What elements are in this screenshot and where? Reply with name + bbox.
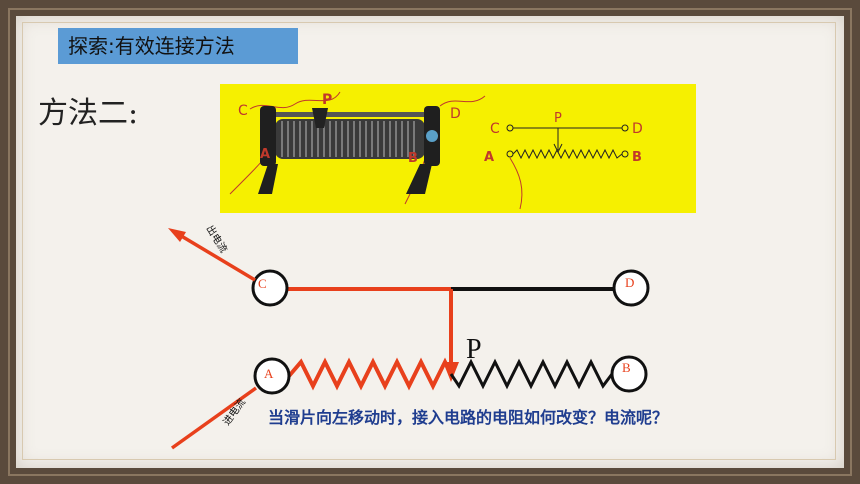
label-b: B — [622, 360, 631, 375]
slide-title: 探索:有效连接方法 — [58, 28, 298, 64]
photo-label-b: B — [408, 151, 418, 166]
photo-label-a: A — [260, 147, 270, 162]
outer-frame — [8, 8, 852, 476]
slider-p — [312, 108, 328, 128]
schematic-label-d: D — [632, 121, 643, 137]
label-d: D — [625, 275, 634, 290]
terminal-a — [253, 357, 291, 395]
leg-right — [406, 164, 432, 194]
terminal-d — [612, 269, 650, 307]
current-out-arrow — [168, 228, 186, 242]
end-cap-left — [260, 106, 276, 166]
slider-rod — [265, 112, 440, 117]
photo-label-d: D — [450, 106, 461, 122]
terminal-c — [251, 269, 289, 307]
rheostat-illustration: C P D A B C P D A B — [229, 91, 643, 210]
schematic-label-c: C — [490, 121, 500, 137]
schematic-terminal-b — [621, 150, 629, 158]
leg-left — [258, 164, 278, 194]
method-heading: 方法二: — [38, 96, 139, 131]
schematic-label-p: P — [554, 111, 562, 126]
slider-label-p: P — [466, 334, 482, 365]
photo-label-c: C — [238, 103, 248, 119]
wire-c — [249, 91, 341, 110]
terminal-b-ring — [426, 130, 438, 142]
schematic-label-a: A — [484, 150, 494, 165]
label-c: C — [258, 276, 267, 291]
schematic-wire — [509, 157, 523, 210]
terminal-b — [610, 355, 648, 393]
schematic-resistor — [512, 148, 623, 160]
schematic-terminal-c — [506, 124, 514, 132]
wire-d — [439, 95, 486, 107]
schematic-label-b: B — [632, 150, 642, 165]
resistor-active — [287, 357, 453, 391]
schematic-terminal-d — [621, 124, 629, 132]
rheostat-photo-panel: C P D A B C P D A B — [220, 84, 696, 213]
question-text: 当滑片向左移动时，接入电路的电阻如何改变？电流呢？ — [268, 408, 669, 427]
current-out-wire — [177, 232, 256, 282]
label-a: A — [264, 366, 274, 381]
current-in-wire — [170, 386, 258, 450]
photo-label-p: P — [322, 92, 332, 108]
inner-frame — [22, 22, 836, 460]
schematic-terminal-a — [506, 150, 514, 158]
resistor-inactive — [449, 358, 617, 390]
